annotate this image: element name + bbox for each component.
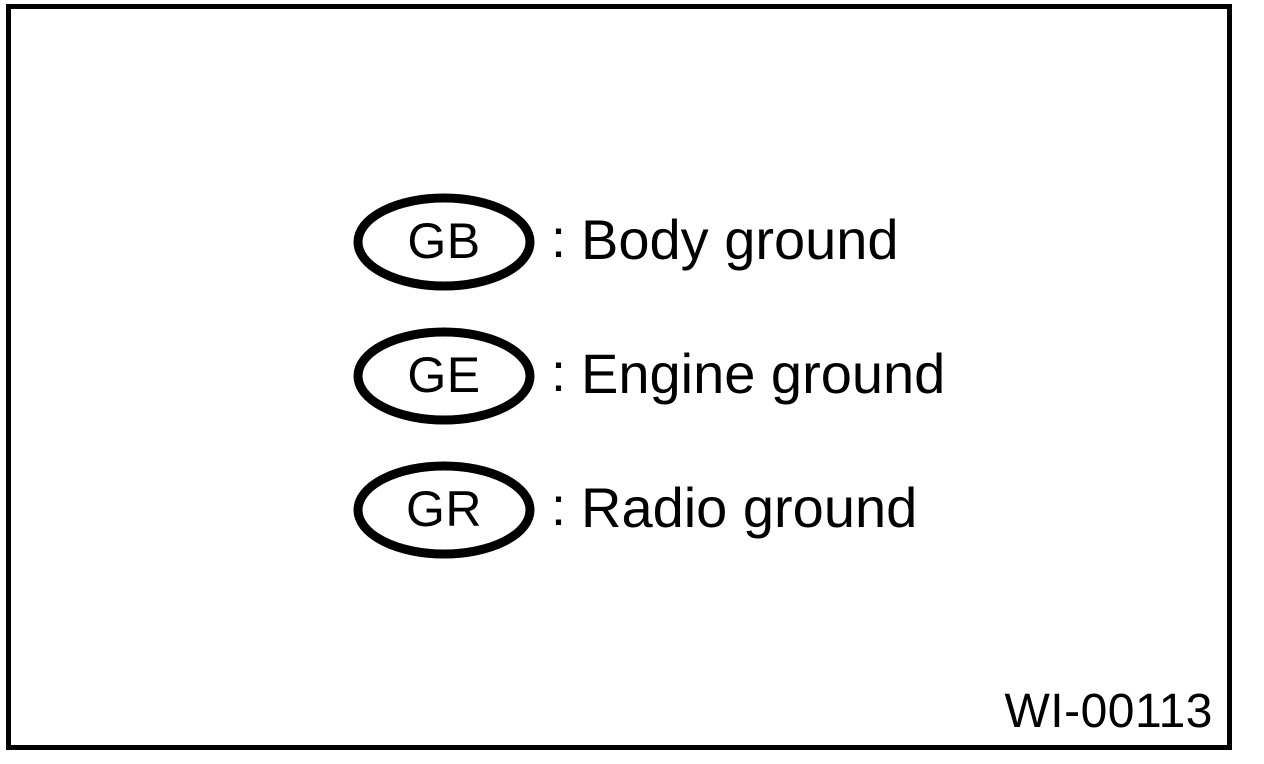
ground-symbol-code-gr: GR	[406, 481, 482, 537]
ground-symbol-legend-list: GB : Body ground GE : Engine ground GR	[351, 193, 991, 559]
legend-description-ge: Engine ground	[581, 342, 946, 405]
ground-symbol-code-gb: GB	[407, 213, 481, 269]
legend-item-ge: GE : Engine ground	[351, 327, 991, 425]
figure-frame: GB : Body ground GE : Engine ground GR	[6, 4, 1232, 750]
legend-separator-ge: :	[551, 343, 567, 403]
legend-item-gr: GR : Radio ground	[351, 461, 991, 559]
ellipse-icon	[353, 193, 535, 291]
ground-symbol-code-ge: GE	[407, 347, 481, 403]
legend-separator-gr: :	[551, 477, 567, 537]
legend-separator-gb: :	[551, 209, 567, 269]
legend-item-gb: GB : Body ground	[351, 193, 991, 291]
figure-reference-code: WI-00113	[1004, 685, 1213, 738]
ground-symbol-badge-gr: GR	[351, 458, 537, 562]
ground-symbol-badge-ge: GE	[351, 324, 537, 428]
legend-description-gb: Body ground	[581, 208, 899, 271]
ellipse-icon	[353, 327, 535, 425]
ellipse-icon	[353, 461, 535, 559]
legend-description-gr: Radio ground	[581, 476, 918, 539]
ground-symbol-badge-gb: GB	[351, 190, 537, 294]
